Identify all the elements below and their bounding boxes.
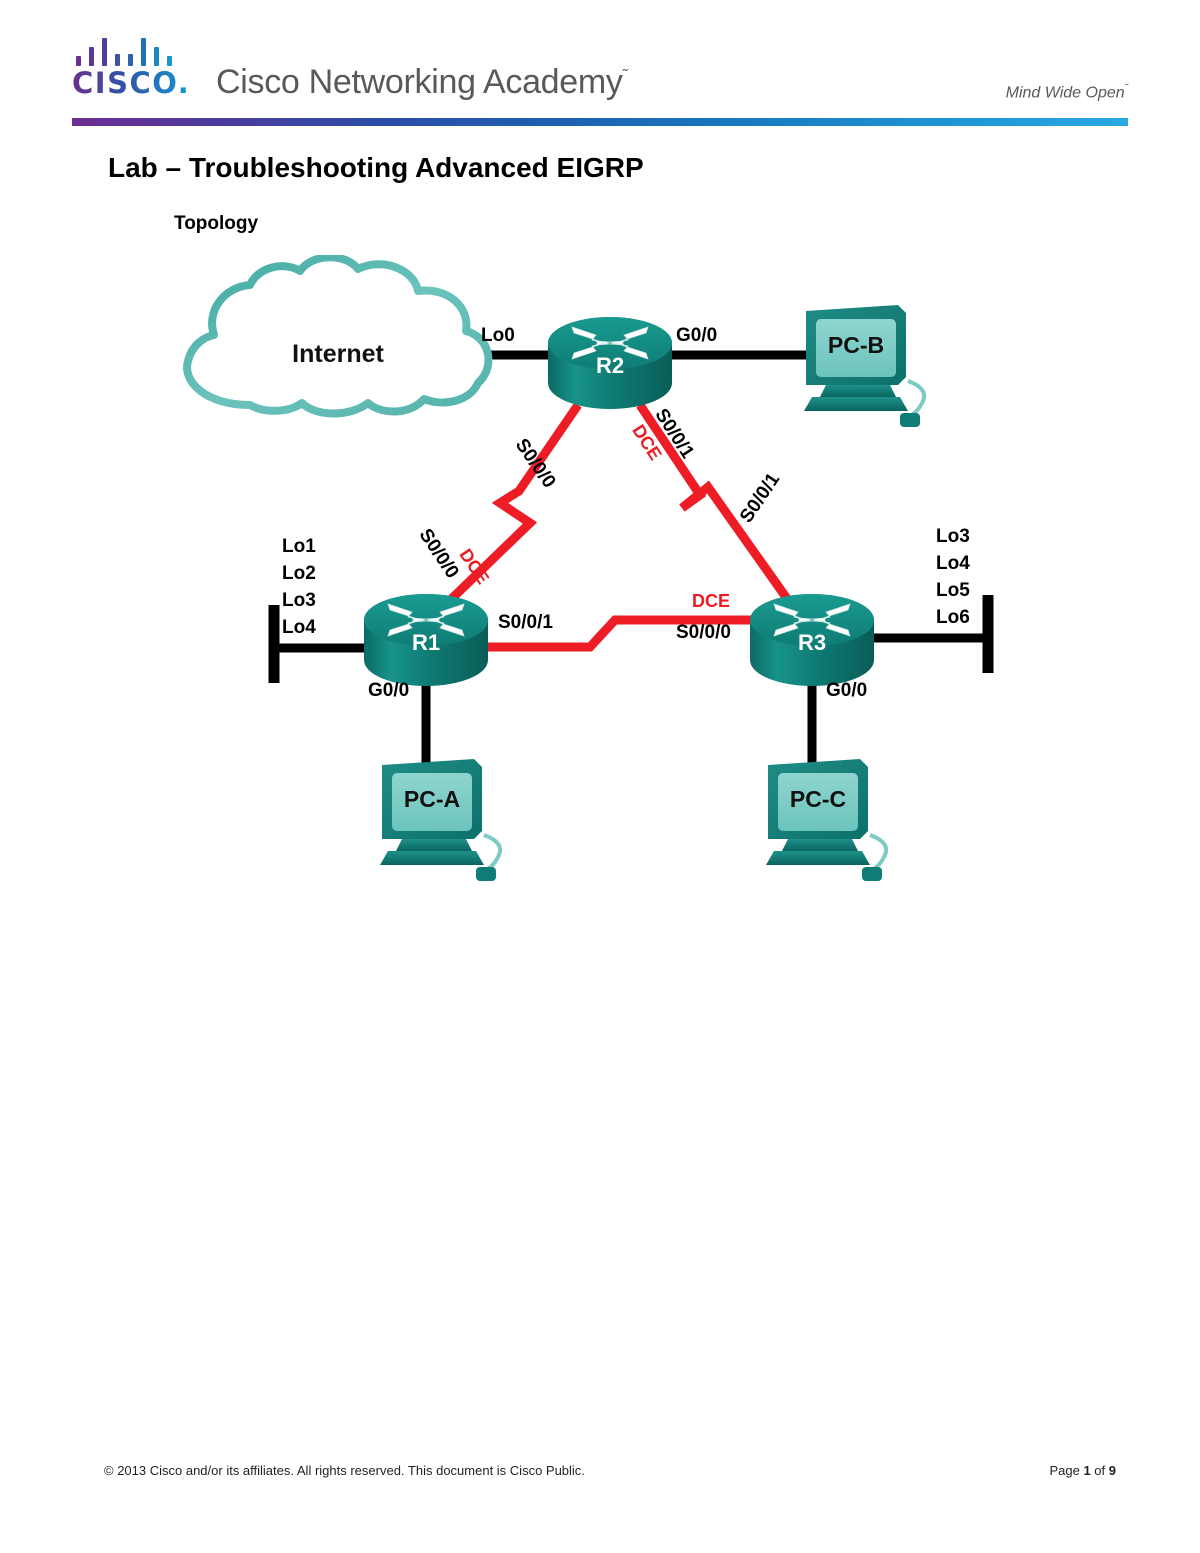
cisco-logo-bars-icon (76, 36, 196, 66)
pc-c-icon (766, 759, 889, 881)
tagline: Mind Wide Open˜ (1006, 83, 1128, 102)
cloud-label-internet: Internet (292, 340, 384, 368)
link-r2-r1-serial (436, 402, 582, 614)
interface-label-r2-g00: G0/0 (676, 325, 718, 346)
footer-page-prefix: Page (1049, 1463, 1084, 1478)
tagline-text: Mind Wide Open (1005, 84, 1125, 102)
footer-page-total: 9 (1108, 1463, 1116, 1478)
page-title: Lab – Troubleshooting Advanced EIGRP (108, 152, 644, 183)
pc-b-icon (804, 305, 927, 427)
r1-loopback-list: Lo1 Lo2 Lo3 Lo4 (282, 533, 316, 641)
router-r2-icon (548, 317, 672, 409)
internet-cloud-icon (183, 255, 493, 418)
interface-label-r3-s000: S0/0/0 (676, 622, 731, 643)
interface-label-r3-g00: G0/0 (826, 680, 868, 701)
footer-copyright: © 2013 Cisco and/or its affiliates. All … (104, 1463, 585, 1478)
cisco-wordmark-text: CISCO (72, 66, 178, 100)
section-heading-topology: Topology (174, 213, 259, 234)
dce-label-r3-s000: DCE (692, 591, 731, 611)
interface-label-r1-g00: G0/0 (368, 680, 410, 701)
academy-title-text: Cisco Networking Academy (216, 63, 623, 101)
page-footer: © 2013 Cisco and/or its affiliates. All … (0, 1455, 1200, 1495)
page-header: CISCO. Cisco Networking Academy˜ Mind Wi… (0, 0, 1200, 132)
r1-loopback-item: Lo3 (282, 590, 316, 611)
r1-loopback-item: Lo2 (282, 563, 316, 584)
r3-loopback-item: Lo4 (936, 553, 970, 574)
footer-page-middle: of (1090, 1463, 1109, 1478)
r3-loopback-item: Lo6 (936, 607, 970, 628)
footer-page-indicator: Page 1 of 9 (1049, 1463, 1116, 1478)
r3-loopback-list: Lo3 Lo4 Lo5 Lo6 (936, 523, 970, 631)
tagline-trademark: ˜ (1124, 83, 1128, 94)
topology-canvas (183, 255, 994, 881)
pc-a-icon (380, 759, 503, 881)
topology-diagram: Internet R2 R1 R3 PC-A PC-B PC-C Lo0 G0/… (0, 255, 1200, 885)
r3-loopback-item: Lo5 (936, 580, 970, 601)
cisco-wordmark: CISCO. (72, 66, 190, 100)
interface-label-r1-s001: S0/0/1 (498, 612, 553, 633)
cisco-logo: CISCO. (72, 36, 200, 106)
academy-title: Cisco Networking Academy˜ (216, 63, 628, 102)
r1-loopback-item: Lo4 (282, 617, 316, 638)
link-r1-r3-serial (478, 615, 755, 652)
header-gradient-rule (72, 118, 1128, 126)
r1-loopback-item: Lo1 (282, 536, 316, 557)
footer-page-number: 1 (1083, 1463, 1091, 1478)
academy-title-trademark: ˜ (622, 67, 628, 85)
router-r3-icon (750, 594, 874, 686)
cisco-wordmark-dot: . (177, 66, 191, 100)
interface-label-r2-lo0: Lo0 (481, 325, 515, 346)
link-r2-r3-serial (636, 402, 799, 613)
r3-loopback-item: Lo3 (936, 526, 970, 547)
router-r1-icon (364, 594, 488, 686)
